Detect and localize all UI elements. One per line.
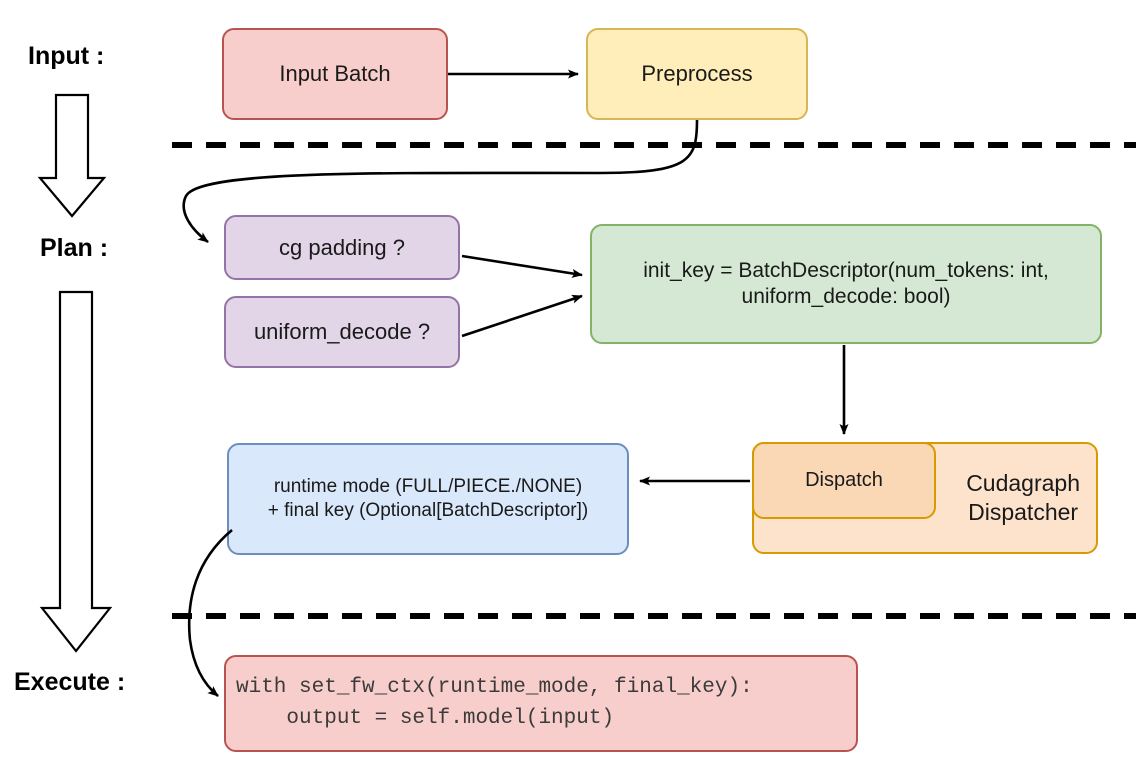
node-input-batch[interactable]: Input Batch — [222, 28, 448, 120]
node-execute-code-label: with set_fw_ctx(runtime_mode, final_key)… — [236, 676, 753, 730]
node-init-key[interactable]: init_key = BatchDescriptor(num_tokens: i… — [590, 224, 1102, 344]
node-init-key-label: init_key = BatchDescriptor(num_tokens: i… — [643, 258, 1049, 308]
node-cg-padding-label: cg padding ? — [279, 234, 405, 260]
stage-label-execute: Execute : — [14, 668, 126, 696]
edge-cg-padding-to-init-key — [461, 254, 583, 278]
node-input-batch-label: Input Batch — [279, 61, 391, 87]
node-runtime-mode[interactable]: runtime mode (FULL/PIECE./NONE) + final … — [227, 443, 629, 555]
node-dispatch[interactable]: Dispatch — [752, 442, 936, 519]
node-runtime-mode-label: runtime mode (FULL/PIECE./NONE) + final … — [267, 476, 589, 521]
node-uniform-decode[interactable]: uniform_decode ? — [224, 296, 460, 368]
stage-label-input: Input : — [28, 42, 105, 70]
node-preprocess-label: Preprocess — [641, 61, 753, 87]
node-cudagraph-dispatcher-label: Cudagraph Dispatcher — [966, 470, 1080, 525]
node-cg-padding[interactable]: cg padding ? — [224, 215, 460, 280]
node-preprocess[interactable]: Preprocess — [586, 28, 808, 120]
node-execute-code[interactable]: with set_fw_ctx(runtime_mode, final_key)… — [224, 655, 858, 752]
plan-to-execute-arrow — [39, 290, 113, 653]
node-uniform-decode-label: uniform_decode ? — [253, 319, 431, 345]
stage-label-plan: Plan : — [40, 234, 109, 262]
node-dispatch-label: Dispatch — [805, 469, 883, 491]
input-to-plan-arrow — [37, 93, 107, 218]
edge-uniform-decode-to-init-key — [461, 294, 583, 338]
